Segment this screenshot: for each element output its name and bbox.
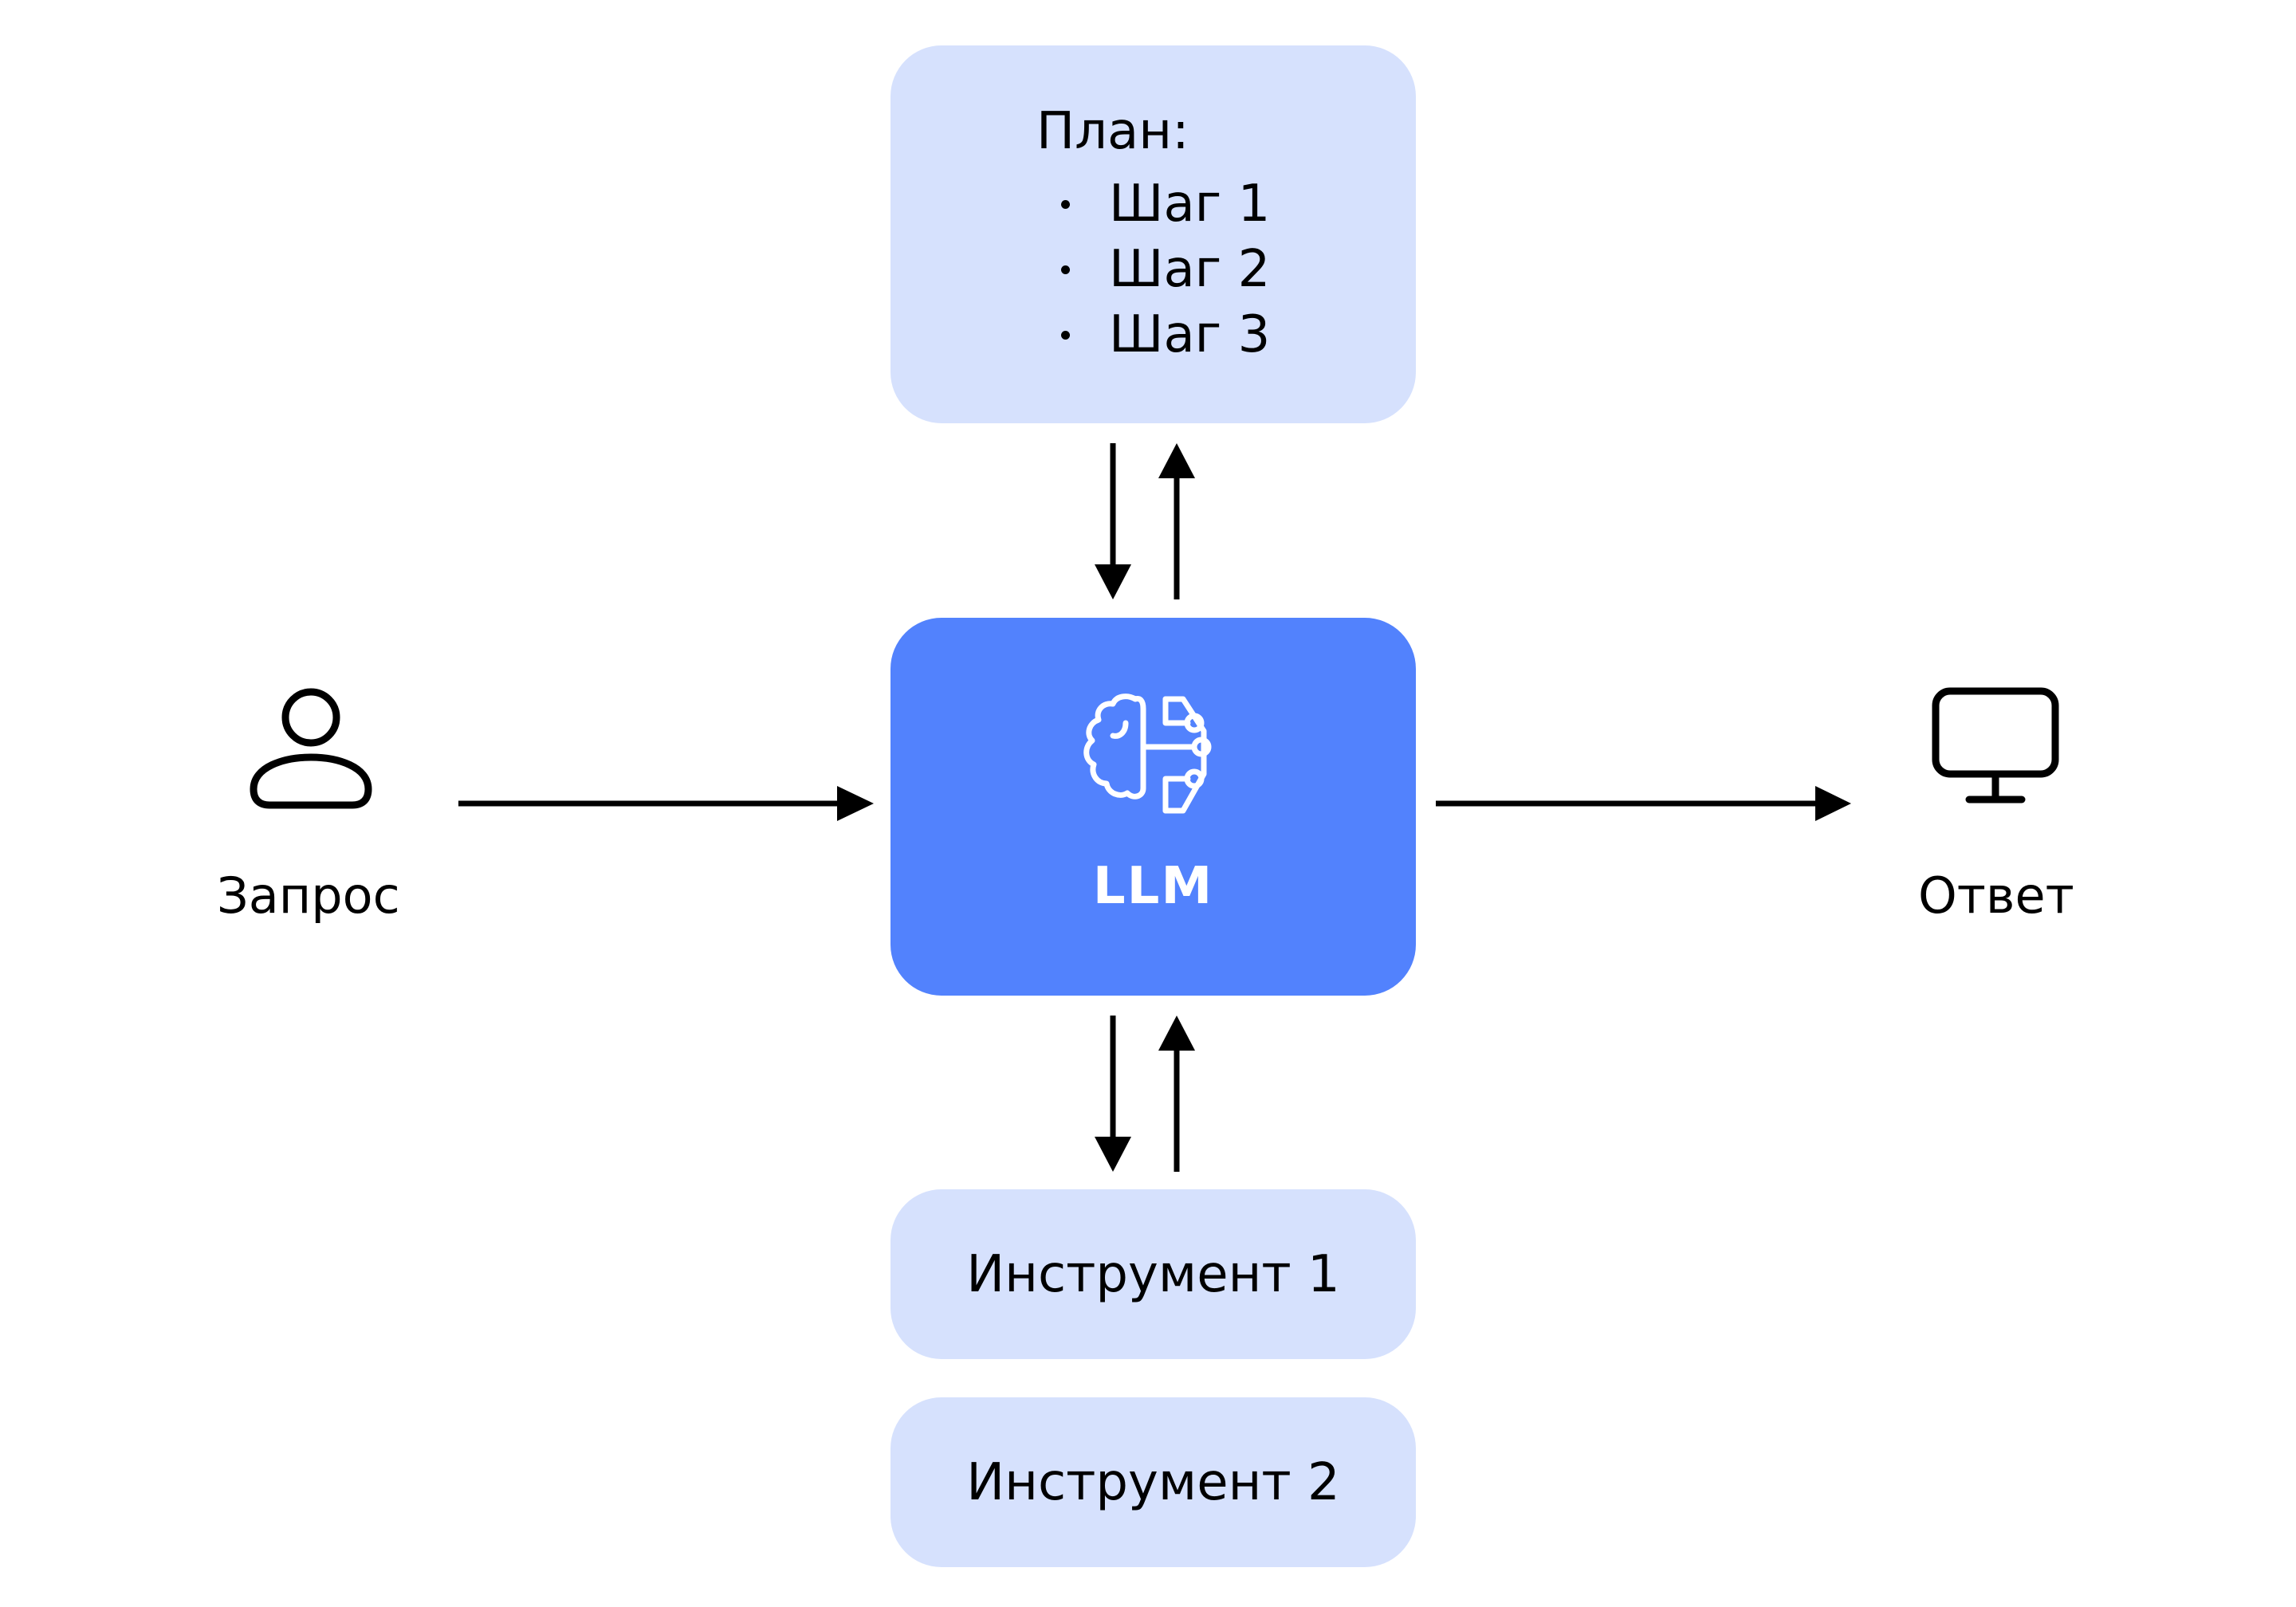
arrow-tools-to-llm (1158, 1016, 1195, 1172)
tool-label-2: Инструмент 2 (966, 1452, 1340, 1512)
plan-step: Шаг 2 (1061, 237, 1270, 302)
request-label: Запрос (217, 866, 400, 925)
arrow-plan-to-llm (1095, 443, 1131, 599)
bullet-icon (1061, 331, 1070, 340)
llm-label: LLM (1092, 857, 1214, 916)
arrow-llm-to-plan (1158, 443, 1195, 599)
bullet-icon (1061, 265, 1070, 274)
tool-label-1: Инструмент 1 (966, 1244, 1340, 1304)
arrow-request-to-llm (458, 786, 874, 821)
user-icon (250, 688, 372, 809)
bullet-icon (1061, 200, 1070, 209)
plan-step: Шаг 3 (1061, 302, 1270, 367)
plan-steps-list: Шаг 1 Шаг 2 Шаг 3 (1061, 171, 1270, 367)
plan-step: Шаг 1 (1061, 171, 1270, 237)
plan-step-label: Шаг 2 (1109, 240, 1271, 299)
arrow-llm-to-answer (1436, 786, 1851, 821)
plan-box: План: Шаг 1 Шаг 2 Шаг 3 (890, 45, 1416, 423)
monitor-icon (1932, 687, 2059, 804)
plan-title: План: (1036, 102, 1189, 161)
answer-label: Ответ (1918, 866, 2074, 925)
plan-step-label: Шаг 1 (1109, 175, 1271, 234)
arrow-llm-to-tools (1095, 1016, 1131, 1172)
tool-box-2: Инструмент 2 (890, 1397, 1416, 1567)
tool-box-1: Инструмент 1 (890, 1189, 1416, 1359)
plan-step-label: Шаг 3 (1109, 305, 1271, 364)
brain-circuit-icon (1083, 693, 1212, 814)
llm-box: LLM (890, 618, 1416, 996)
